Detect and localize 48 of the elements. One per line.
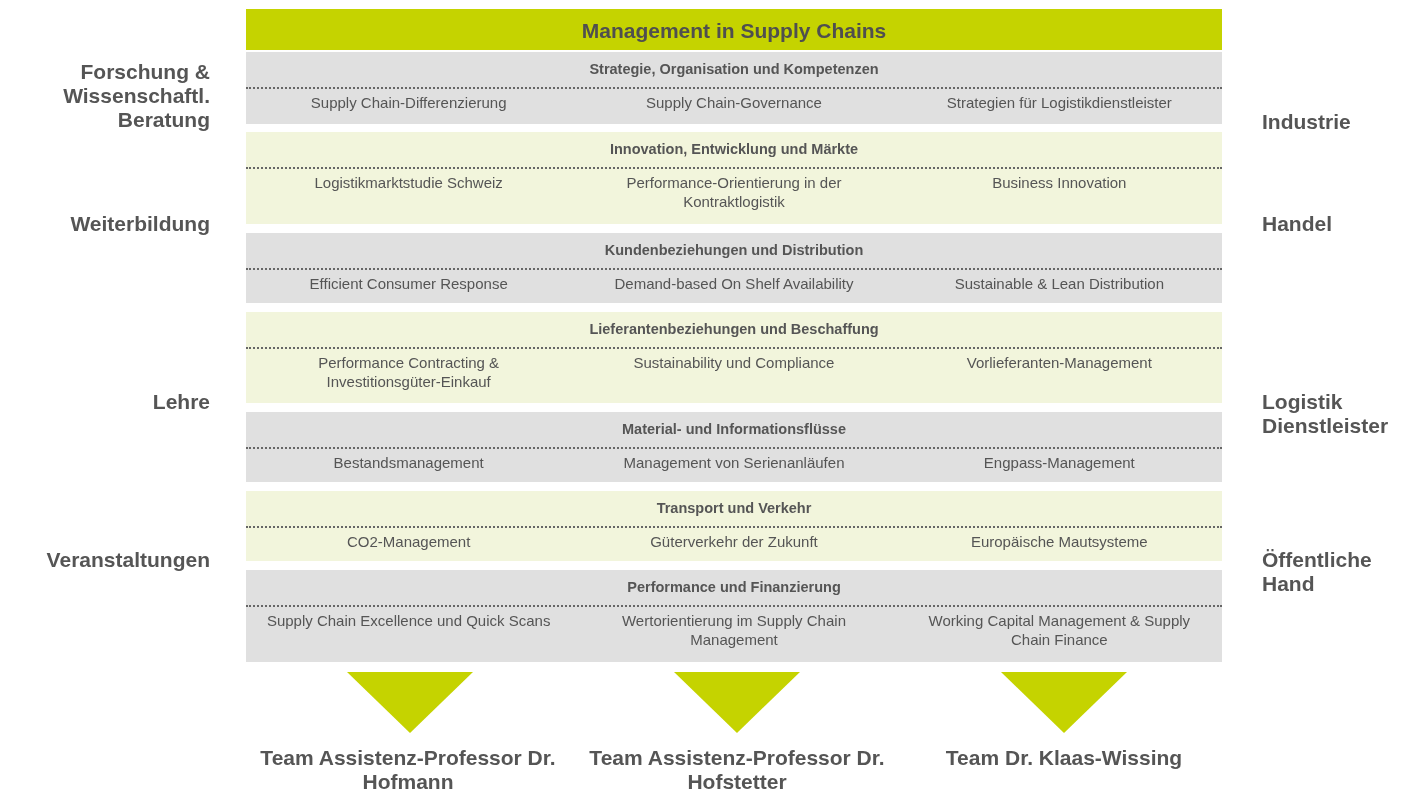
topic-item: Performance Contracting & Investitionsgüter-Einkauf (317, 354, 501, 392)
topic-item: Sustainable & Lean Distribution (953, 275, 1165, 294)
topic-item: Engpass-Management (982, 454, 1136, 473)
topic-heading: Innovation, Entwicklung und Märkte (608, 140, 860, 159)
topic-heading: Performance und Finanzierung (626, 578, 842, 597)
topic-item: Efficient Consumer Response (308, 275, 509, 294)
sector-label: Öffentliche Hand (1262, 548, 1373, 597)
topic-band (246, 233, 1222, 303)
topic-item: Europäische Mautsysteme (969, 533, 1149, 552)
team-name: Team Assistenz-Professor Dr. Hofmann (259, 746, 557, 794)
sector-label: Industrie (1262, 110, 1351, 135)
topic-item: Logistikmarktstudie Schweiz (313, 174, 504, 193)
topic-band (246, 132, 1222, 224)
activity-label: Forschung & Wissenschaftl. Beratung (62, 60, 210, 133)
topic-heading: Kundenbeziehungen und Distribution (603, 241, 865, 260)
activity-label: Lehre (152, 390, 210, 415)
activity-label: Veranstaltungen (46, 548, 210, 573)
title-text: Management in Supply Chains (580, 18, 888, 44)
topic-item: Management von Serienanläufen (622, 454, 846, 473)
topic-item: Supply Chain-Governance (645, 94, 823, 113)
topic-band (246, 491, 1222, 561)
topic-item: CO2-Management (345, 533, 472, 552)
topic-item: Business Innovation (991, 174, 1128, 193)
topic-band (246, 412, 1222, 482)
topic-item: Working Capital Management & Supply Chain Finance (927, 612, 1192, 650)
topic-heading: Transport und Verkehr (655, 499, 813, 518)
topic-item: Wertorientierung im Supply Chain Management (621, 612, 847, 650)
topic-item: Performance-Orientierung in der Kontraktlogistik (625, 174, 843, 212)
topic-band (246, 570, 1222, 662)
topic-item: Vorlieferanten-Management (965, 354, 1153, 373)
topic-heading: Strategie, Organisation und Kompetenzen (588, 60, 880, 79)
sector-label: Handel (1262, 212, 1332, 237)
sector-label: Logistik Dienstleister (1262, 390, 1390, 439)
topic-band (246, 52, 1222, 124)
activity-label: Weiterbildung (70, 212, 210, 237)
topic-item: Güterverkehr der Zukunft (649, 533, 819, 552)
topic-item: Supply Chain-Differenzierung (309, 94, 508, 113)
topic-heading: Material- und Informationsflüsse (621, 420, 847, 439)
topic-item: Sustainability und Compliance (632, 354, 836, 373)
topic-item: Supply Chain Excellence und Quick Scans (265, 612, 552, 631)
topic-band (246, 312, 1222, 403)
topic-item: Strategien für Logistikdienstleister (945, 94, 1173, 113)
team-name: Team Assistenz-Professor Dr. Hofstetter (588, 746, 886, 794)
team-name: Team Dr. Klaas-Wissing (944, 746, 1184, 770)
topic-item: Demand-based On Shelf Availability (613, 275, 855, 294)
topic-item: Bestandsmanagement (332, 454, 485, 473)
topic-heading: Lieferantenbeziehungen und Beschaffung (588, 320, 880, 339)
title-band (246, 9, 1222, 50)
